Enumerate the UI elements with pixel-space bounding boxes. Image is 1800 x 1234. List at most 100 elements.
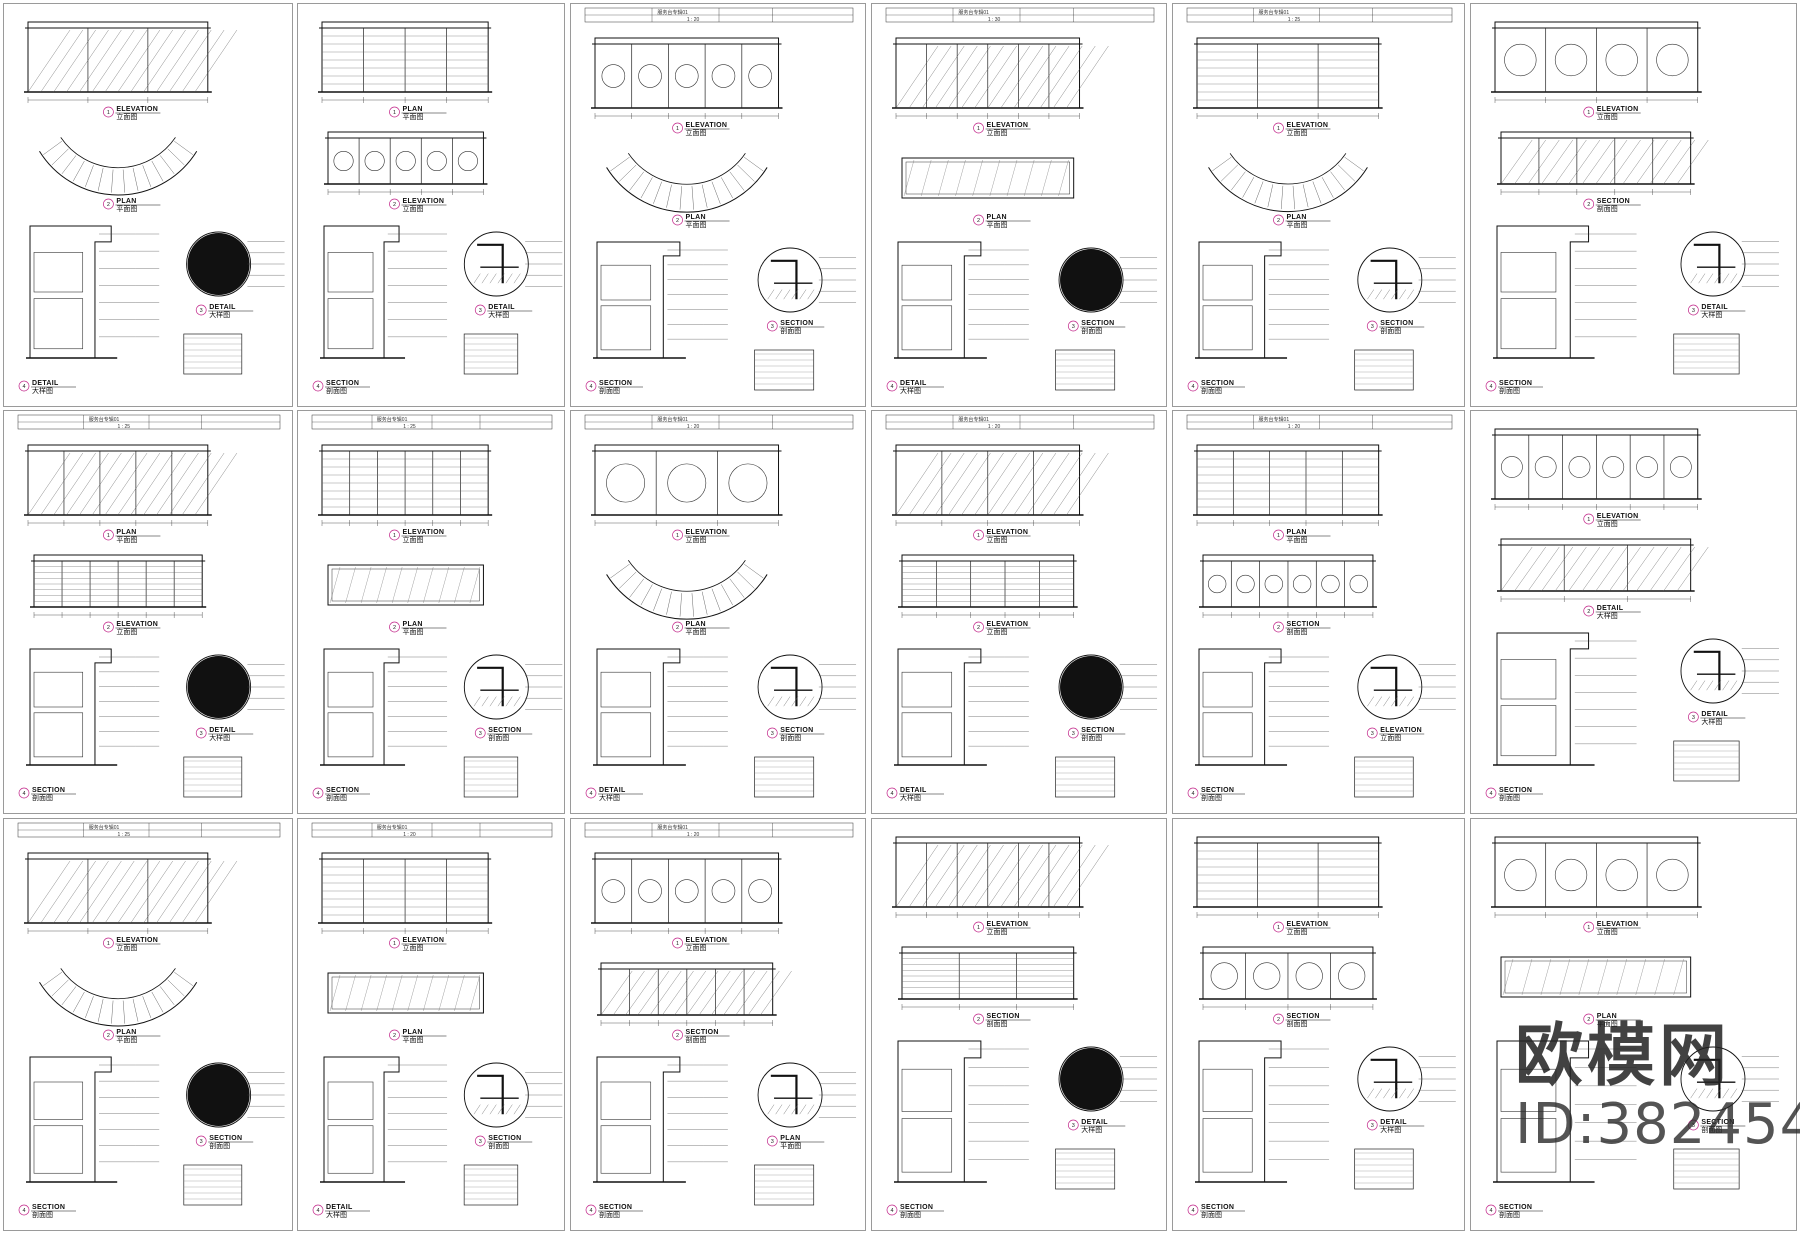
view-caption: DETAIL	[209, 304, 236, 311]
view-caption: ELEVATION	[987, 921, 1029, 928]
title-block-scale: 1 : 30	[988, 17, 1001, 23]
view-caption-cn: 剖面图	[326, 386, 347, 395]
view-caption-cn: 剖面图	[599, 1210, 620, 1219]
view-callout-number: 1	[393, 533, 396, 539]
view-caption-cn: 平面图	[116, 536, 137, 544]
view-caption-cn: 大样图	[209, 733, 230, 742]
view-caption: SECTION	[900, 1204, 933, 1211]
view-caption: ELEVATION	[1597, 921, 1639, 928]
view-caption: ELEVATION	[1597, 513, 1639, 520]
view-callout-number: 4	[1489, 791, 1492, 797]
view-caption-cn: 大样图	[1701, 717, 1722, 726]
view-caption: DETAIL	[32, 380, 59, 387]
title-block-scale: 1 : 25	[403, 424, 416, 430]
view-caption-cn: 剖面图	[1380, 326, 1401, 335]
view-caption-cn: 大样图	[32, 386, 53, 395]
view-caption: SECTION	[1081, 320, 1114, 327]
view-caption-cn: 平面图	[116, 1036, 137, 1044]
view-caption: DETAIL	[1701, 711, 1728, 718]
view-caption: DETAIL	[1380, 1119, 1407, 1126]
view-caption: SECTION	[1286, 621, 1319, 628]
view-caption: PLAN	[1286, 529, 1306, 536]
view-caption: SECTION	[599, 1204, 632, 1211]
view-callout-number: 3	[1692, 1123, 1695, 1129]
view-callout-number: 4	[316, 791, 319, 797]
view-caption-cn: 立面图	[402, 535, 423, 544]
view-caption: SECTION	[1081, 727, 1114, 734]
view-callout-number: 2	[1587, 1017, 1590, 1023]
view-caption-cn: 剖面图	[1499, 793, 1520, 802]
view-callout-number: 1	[1587, 517, 1590, 523]
view-caption-cn: 平面图	[402, 1036, 423, 1044]
view-caption: ELEVATION	[686, 529, 728, 536]
view-caption-cn: 剖面图	[987, 1019, 1008, 1028]
view-caption-cn: 大样图	[900, 793, 921, 802]
title-block-scale: 1 : 25	[118, 832, 131, 838]
view-caption-cn: 剖面图	[599, 386, 620, 395]
view-callout-number: 3	[479, 731, 482, 737]
view-callout-number: 3	[1692, 715, 1695, 721]
view-callout-number: 1	[1277, 925, 1280, 931]
view-callout-number: 1	[977, 925, 980, 931]
view-callout-number: 4	[1191, 1208, 1194, 1214]
view-caption: ELEVATION	[402, 529, 444, 536]
title-block-scale: 1 : 25	[118, 424, 131, 430]
view-caption-cn: 平面图	[116, 205, 137, 213]
view-caption-cn: 剖面图	[1286, 1019, 1307, 1028]
view-callout-number: 4	[316, 1208, 319, 1214]
view-caption: PLAN	[402, 106, 422, 113]
view-caption: SECTION	[1380, 320, 1413, 327]
view-callout-number: 4	[22, 1208, 25, 1214]
view-caption-cn: 大样图	[1081, 1125, 1102, 1134]
view-caption: PLAN	[1597, 1013, 1617, 1020]
view-caption-cn: 剖面图	[32, 793, 53, 802]
view-callout-number: 4	[1489, 384, 1492, 390]
view-caption: SECTION	[987, 1013, 1020, 1020]
view-callout-number: 2	[107, 1033, 110, 1039]
view-caption-cn: 剖面图	[780, 733, 801, 742]
view-caption-cn: 平面图	[1286, 536, 1307, 544]
view-caption-cn: 立面图	[686, 535, 707, 544]
view-caption-cn: 立面图	[1597, 519, 1618, 528]
view-caption: DETAIL	[900, 380, 927, 387]
view-callout-number: 2	[1277, 218, 1280, 224]
view-callout-number: 4	[1191, 384, 1194, 390]
view-caption: SECTION	[1701, 1119, 1734, 1126]
view-caption: SECTION	[686, 1029, 719, 1036]
view-caption-cn: 剖面图	[1201, 386, 1222, 395]
view-caption-cn: 立面图	[987, 627, 1008, 636]
view-callout-number: 2	[1277, 1017, 1280, 1023]
view-caption: SECTION	[209, 1135, 242, 1142]
view-caption: ELEVATION	[1597, 106, 1639, 113]
view-caption-cn: 立面图	[987, 535, 1008, 544]
view-caption-cn: 立面图	[116, 627, 137, 636]
view-caption-cn: 大样图	[209, 310, 230, 319]
view-callout-number: 3	[1072, 731, 1075, 737]
title-block-project: 服务台专辑01	[958, 416, 989, 423]
view-caption: DETAIL	[1597, 605, 1624, 612]
title-block-scale: 1 : 20	[687, 17, 700, 23]
view-callout-number: 4	[890, 384, 893, 390]
view-caption: SECTION	[32, 787, 65, 794]
view-caption-cn: 剖面图	[32, 1210, 53, 1219]
view-callout-number: 2	[393, 625, 396, 631]
view-caption: PLAN	[987, 214, 1007, 221]
view-callout-number: 1	[107, 941, 110, 947]
view-caption-cn: 大样图	[1701, 310, 1722, 319]
view-caption: SECTION	[1201, 787, 1234, 794]
view-caption: SECTION	[326, 787, 359, 794]
view-callout-number: 1	[107, 533, 110, 539]
